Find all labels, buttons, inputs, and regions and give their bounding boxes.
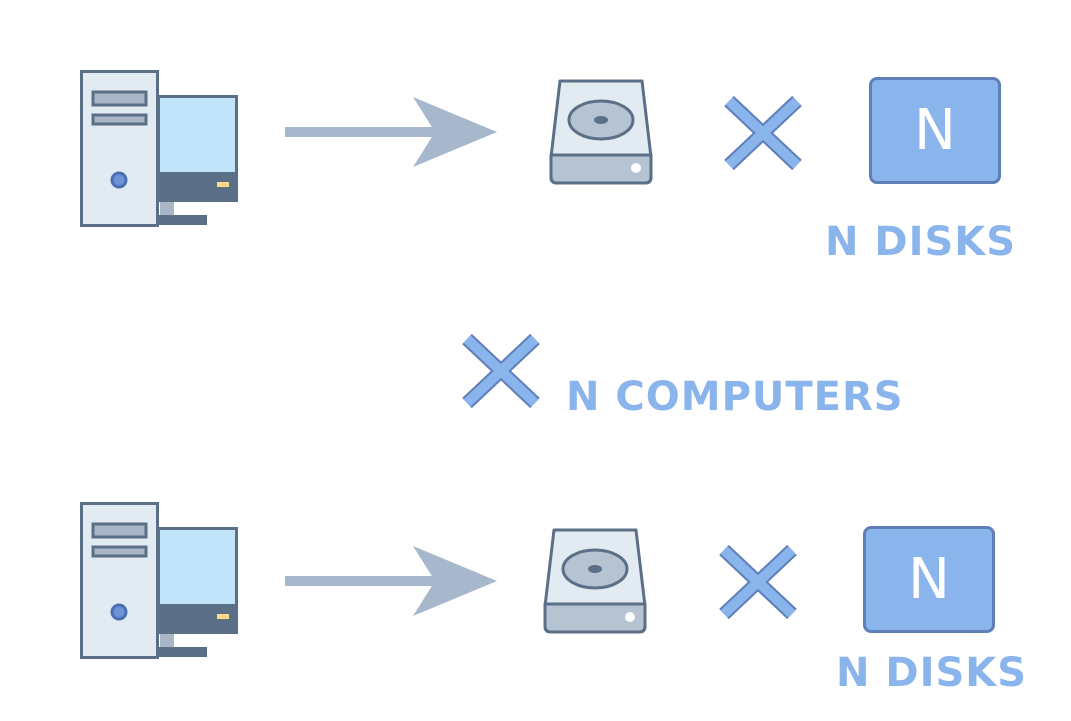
arrow-right-icon: [285, 97, 497, 167]
computer-icon: [80, 502, 238, 659]
hard-disk-icon: [549, 79, 653, 185]
multiply-icon: [719, 544, 797, 620]
arrow-right-icon: [285, 546, 497, 616]
n-multiplier-box: N: [863, 526, 995, 633]
multiply-icon: [724, 95, 802, 171]
computer-icon: [80, 70, 238, 227]
n-disks-label: N DISKS: [825, 219, 1017, 265]
multiply-icon: [462, 333, 540, 409]
n-multiplier-box: N: [869, 77, 1001, 184]
n-computers-label: N COMPUTERS: [566, 374, 904, 420]
n-disks-label: N DISKS: [836, 650, 1028, 696]
hard-disk-icon: [543, 528, 647, 634]
